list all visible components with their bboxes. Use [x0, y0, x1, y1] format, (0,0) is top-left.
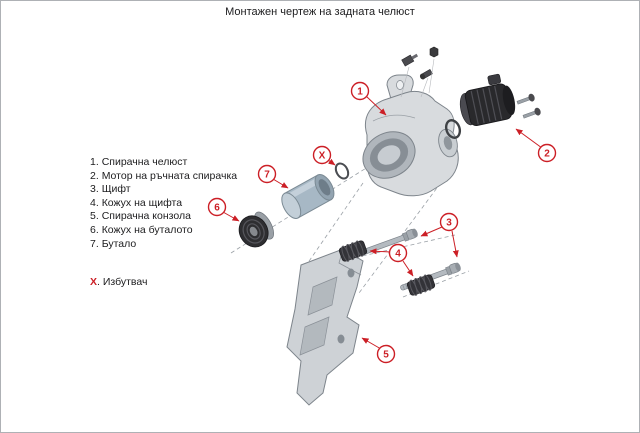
cap-nut — [429, 46, 439, 58]
parts-legend: 1. Спирачна челюст 2. Мотор на ръчната с… — [90, 156, 237, 290]
legend-number: 4. — [90, 196, 99, 209]
legend-number: 2. — [90, 169, 99, 182]
svg-text:2: 2 — [544, 149, 550, 160]
callout-2: 2 — [537, 143, 557, 163]
legend-x-number: X — [90, 276, 98, 289]
fastener-guide-lines — [400, 58, 435, 98]
callout-leader-lines — [222, 95, 543, 350]
brake-bracket — [286, 248, 364, 406]
pin-boot-upper — [338, 240, 368, 262]
legend-number: 6. — [90, 223, 99, 236]
svg-text:6: 6 — [214, 203, 220, 214]
svg-text:X: X — [319, 151, 326, 162]
piston-boot — [238, 211, 274, 248]
callout-1: 1 — [350, 81, 370, 101]
diagram-title: Монтажен чертеж на задната челюст — [225, 6, 415, 18]
legend-item-6: 6. Кожух на буталото — [90, 224, 237, 238]
caliper-body — [362, 74, 459, 197]
callout-7: 7 — [257, 164, 277, 184]
svg-text:7: 7 — [264, 170, 270, 181]
callout-6: 6 — [207, 197, 227, 217]
legend-x-label: . Избутвач — [97, 276, 148, 289]
callout-3: 3 — [439, 212, 459, 232]
motor-o-ring — [444, 119, 462, 139]
legend-label: Бутало — [101, 237, 137, 250]
svg-text:3: 3 — [446, 218, 452, 229]
handbrake-motor — [459, 73, 516, 127]
pin-boot-lower — [406, 274, 436, 296]
callout-x: X — [312, 145, 332, 165]
svg-text:4: 4 — [395, 249, 401, 260]
callout-4: 4 — [388, 243, 408, 263]
legend-item-5: 5. Спирачна конзола — [90, 210, 237, 224]
legend-item-1: 1. Спирачна челюст — [90, 156, 237, 170]
svg-text:5: 5 — [383, 350, 389, 361]
legend-item-x: X. Избутвач — [90, 276, 237, 290]
legend-number: 1. — [90, 156, 99, 168]
legend-number: 7. — [90, 237, 99, 250]
legend-item-7: 7. Бутало — [90, 238, 237, 252]
legend-item-4: 4. Кожух на щифта — [90, 197, 237, 211]
svg-text:1: 1 — [357, 87, 363, 98]
motor-screw-1 — [516, 93, 535, 105]
legend-label: Кожух на щифта — [101, 196, 183, 209]
motor-screw-2 — [522, 107, 541, 119]
legend-label: Кожух на буталото — [101, 223, 193, 236]
legend-label: Щифт — [101, 183, 131, 196]
ejector-o-ring — [334, 162, 350, 180]
legend-item-2: 2. Мотор на ръчната спирачка — [90, 170, 237, 184]
legend-number: 5. — [90, 210, 99, 223]
bleeder-screw — [401, 53, 419, 67]
piston — [281, 174, 335, 219]
small-screw — [419, 68, 433, 80]
legend-label: Спирачна конзола — [101, 210, 191, 223]
legend-label: Мотор на ръчната спирачка — [101, 169, 238, 182]
legend-number: 3. — [90, 183, 99, 196]
legend-label: Спирачна челюст — [101, 156, 188, 168]
assembly-guide-lines — [230, 164, 470, 298]
legend-item-3: 3. Щифт — [90, 183, 237, 197]
callout-5: 5 — [376, 344, 396, 364]
